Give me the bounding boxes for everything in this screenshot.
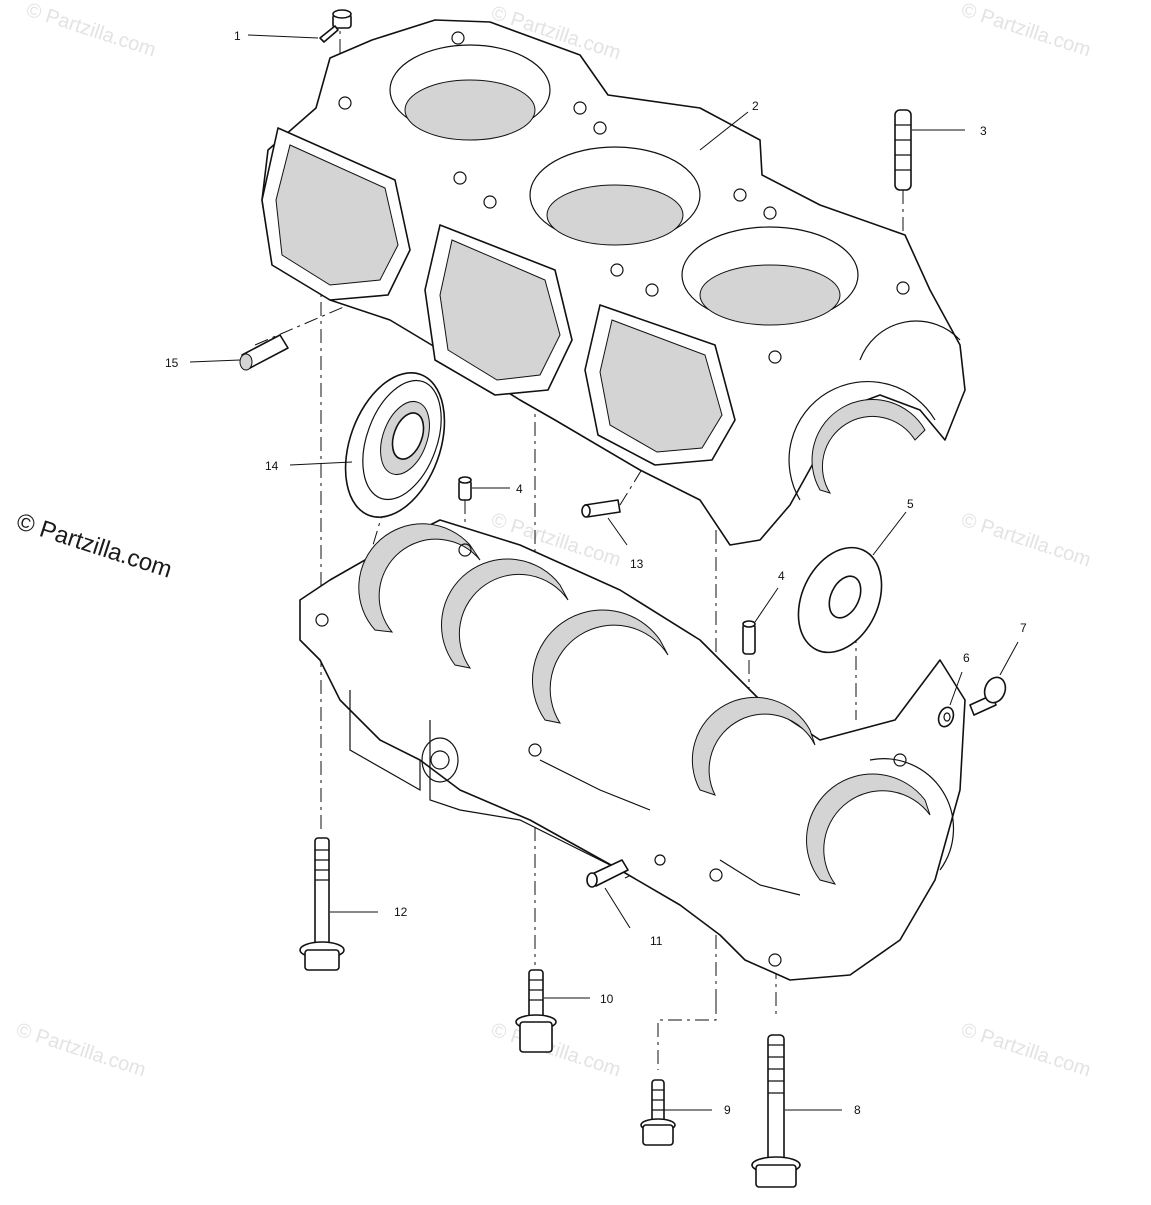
stud-bolt-8 [751,1034,801,1188]
callout-13: 13 [630,557,644,571]
callout-5: 5 [907,497,914,511]
watermark: © Partzilla.com [13,1019,148,1082]
bolt-10 [515,969,557,1053]
callout-11: 11 [650,934,663,948]
crankshaft-seal-14 [344,372,446,518]
callout-10: 10 [600,992,614,1006]
callout-8: 8 [854,1103,861,1117]
callout-2: 2 [752,99,759,113]
leader-lines [189,34,1019,1111]
washer-6 [937,706,955,728]
watermark: © Partzilla.com [488,1019,623,1082]
dowel-pin-4a [458,476,472,501]
upper-crankcase [261,19,966,546]
plug-15 [239,334,289,371]
callout-9: 9 [724,1103,731,1117]
pin-11 [586,859,629,888]
flange-bolt-7 [969,676,1007,716]
watermark: © Partzilla.com [958,509,1093,572]
callout-labels: 1 2 3 15 14 4 13 5 4 6 7 12 11 10 9 8 [165,29,1027,1117]
oil-seal-5 [797,546,883,654]
watermark: © Partzilla.com [958,0,1093,61]
watermark: © Partzilla.com [958,1019,1093,1082]
callout-4b: 4 [778,569,785,583]
long-bolt-12 [299,837,345,971]
callout-3: 3 [980,124,987,138]
lower-crankcase [299,519,966,981]
stud-3 [894,109,912,191]
watermark: © Partzilla.com [23,0,158,61]
elbow-fitting-1 [319,9,352,43]
callout-14: 14 [265,459,279,473]
callout-4a: 4 [516,482,523,496]
pin-13 [581,499,621,518]
dowel-pin-4b [742,620,756,655]
bolt-9 [640,1079,676,1146]
side-watermark: © Partzilla.com [13,508,175,584]
callout-7: 7 [1020,621,1027,635]
callout-12: 12 [394,905,408,919]
callout-6: 6 [963,651,970,665]
callout-15: 15 [165,356,179,370]
callout-1: 1 [234,29,241,43]
